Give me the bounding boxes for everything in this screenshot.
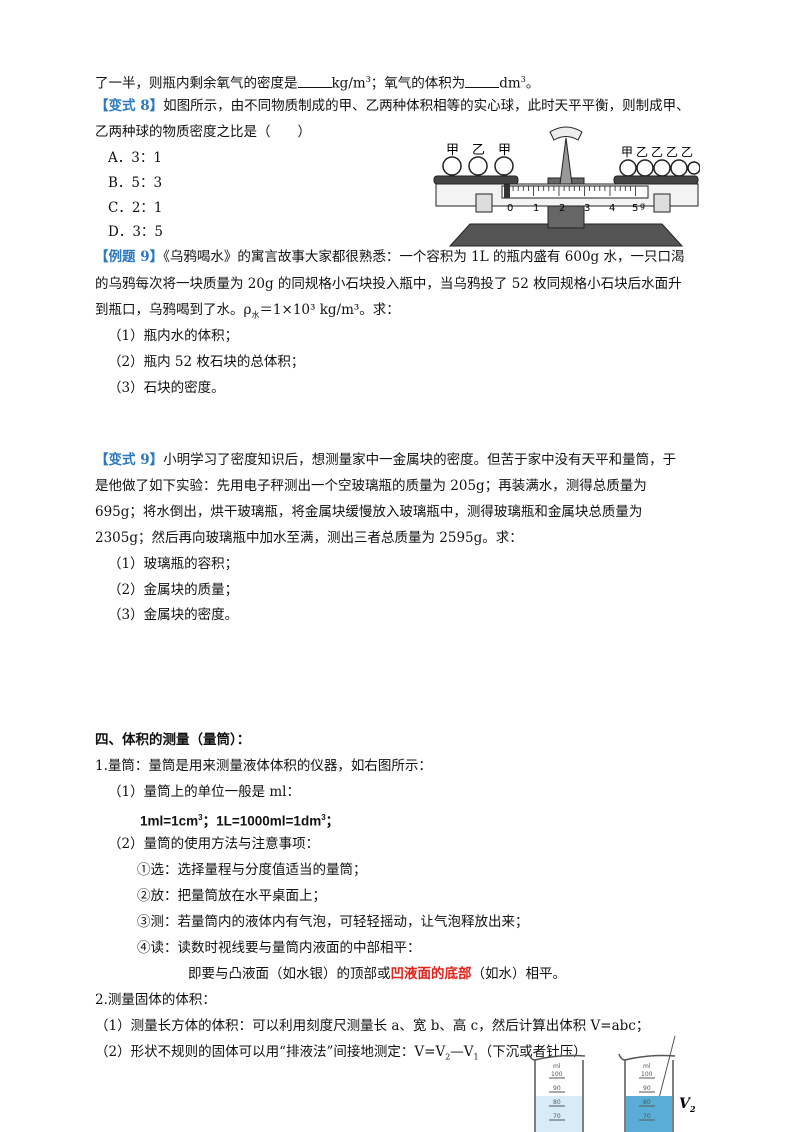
unit-label: ml <box>643 1063 651 1070</box>
tick-80: 80 <box>553 1099 561 1106</box>
ball-right-5 <box>687 161 700 175</box>
text-line-8: 【例题 9】《乌鸦喝水》的寓言故事大家都很熟悉：一个容积为 1L 的瓶内盛有 6… <box>95 249 685 265</box>
pointer <box>559 137 573 185</box>
text-line-9: 的乌鸦每次将一块质量为 20g 的同规格小石块投入瓶中，当乌鸦投了 52 枚同规… <box>95 276 682 292</box>
ball-label-left-2: 乙 <box>472 143 485 158</box>
right-nut <box>653 193 671 213</box>
text-line-26: ①选：选择量程与分度值适当的量筒； <box>137 862 367 878</box>
question-tag: 【变式 8】 <box>95 98 164 114</box>
text-line-22: 1.量筒：量筒是用来测量液体体积的仪器，如右图所示： <box>95 758 432 774</box>
tick-80: 80 <box>643 1099 651 1106</box>
tick-70: 70 <box>553 1113 561 1120</box>
question-tag: 【变式 9】 <box>95 452 164 468</box>
text-line-11: （1）瓶内水的体积； <box>108 328 239 344</box>
text-line-16: 695g；将水倒出，烘干玻璃瓶，将金属块缓慢放入玻璃瓶中，测得玻璃瓶和金属块总质… <box>95 504 643 520</box>
ball-right-4 <box>670 159 688 177</box>
v2-label-sub: 2 <box>689 1104 696 1114</box>
question-tag: 【例题 9】 <box>95 249 164 265</box>
text-line-27: ②放：把量筒放在水平桌面上； <box>137 888 326 904</box>
ball-label-left-1: 甲 <box>446 143 459 158</box>
text-line-3: 乙两种球的物质密度之比是（ ） <box>95 124 311 140</box>
text-line-28: ③测：若量筒内的液体内有气泡，可轻轻摇动，让气泡释放出来； <box>137 914 529 930</box>
text-line-20: （3）金属块的密度。 <box>108 607 239 623</box>
section-heading: 四、体积的测量（量筒）： <box>95 732 251 748</box>
text-line-33: （2）形状不规则的固体可以用“排液法”间接地测定：V=V2—V1（下沉或者针压） <box>95 1044 587 1062</box>
text-line-19: （2）金属块的质量； <box>108 582 239 598</box>
scale-tick-1: 1 <box>533 203 539 214</box>
ball-label-right-4: 乙 <box>666 145 678 159</box>
option-d[interactable]: D．3：5 <box>108 224 164 240</box>
ball-left-3 <box>494 156 514 176</box>
text-line-18: （1）玻璃瓶的容积； <box>108 556 239 572</box>
ball-left-1 <box>442 156 462 176</box>
answer-blank-density[interactable] <box>297 75 332 88</box>
tick-70: 70 <box>643 1113 651 1120</box>
ball-right-3 <box>653 159 671 177</box>
cylinder-figure-2: ml 100 90 80 70 V 2 <box>618 1035 696 1132</box>
text-line-25: （2）量筒的使用方法与注意事项： <box>108 836 320 852</box>
scale-tick-4: 4 <box>609 203 615 214</box>
text-line-10: 到瓶口，乌鸦喝到了水。ρ水＝1×10³ kg/m³。求： <box>95 302 400 320</box>
option-a[interactable]: A．3：1 <box>108 150 162 166</box>
tick-100: 100 <box>641 1071 653 1078</box>
v2-label: V <box>679 1096 692 1112</box>
text-line-13: （3）石块的密度。 <box>108 380 225 396</box>
option-b[interactable]: B．5：3 <box>108 175 163 191</box>
balance-figure: 0 1 2 3 4 5 g 甲 乙 甲 甲 乙 乙 乙 乙 <box>433 126 700 247</box>
cylinder-water <box>536 1096 582 1132</box>
balance-base <box>448 223 684 247</box>
pointer-dial <box>549 126 583 141</box>
ball-label-right-3: 乙 <box>651 145 663 159</box>
left-balls <box>442 156 514 176</box>
text-line-23: （1）量筒上的单位一般是 ml： <box>108 784 300 800</box>
unit-label: ml <box>553 1063 561 1070</box>
scale-tick-5: 5 <box>632 203 638 214</box>
answer-blank-volume[interactable] <box>465 75 500 88</box>
cylinder-water <box>626 1096 672 1132</box>
ball-label-left-3: 甲 <box>498 143 511 158</box>
text-line-30: 即要与凸液面（如水银）的顶部或凹液面的底部（如水）相平。 <box>188 966 566 982</box>
tick-90: 90 <box>643 1085 651 1092</box>
text-line-15: 是他做了如下实验：先用电子秤测出一个空玻璃瓶的质量为 205g；再装满水，测得总… <box>95 478 647 494</box>
option-c[interactable]: C．2：1 <box>108 200 163 216</box>
text-line-31: 2.测量固体的体积： <box>95 992 216 1008</box>
left-nut <box>475 193 493 213</box>
ball-left-2 <box>468 156 488 176</box>
highlight-concave-bottom: 凹液面的底部 <box>390 966 472 982</box>
text-line-2: 【变式 8】如图所示，由不同物质制成的甲、乙两种体积相等的实心球，此时天平平衡，… <box>95 98 690 114</box>
ball-right-1 <box>619 159 637 177</box>
ball-label-right-2: 乙 <box>636 145 648 159</box>
right-pan <box>613 175 699 185</box>
scale-ruler <box>501 185 649 199</box>
text-line-17: 2305g；然后再向玻璃瓶中加水至满，测出三者总质量为 2595g。求： <box>95 530 523 546</box>
tick-90: 90 <box>553 1085 561 1092</box>
left-pan <box>433 175 519 185</box>
thread <box>656 1035 676 1107</box>
scale-tick-2: 2 <box>559 203 565 214</box>
ball-label-right-5: 乙 <box>681 145 693 159</box>
cylinder-outline <box>528 1053 586 1132</box>
cylinder-outline <box>618 1053 676 1132</box>
tick-100: 100 <box>551 1071 563 1078</box>
unit-conversion: 1ml=1cm3；1L=1000ml=1dm3； <box>140 813 340 829</box>
rider-weight[interactable] <box>504 182 510 198</box>
scale-unit: g <box>640 201 645 210</box>
text-line-14: 【变式 9】小明学习了密度知识后，想测量家中一金属块的密度。但苦于家中没有天平和… <box>95 452 677 468</box>
text-line-32: （1）测量长方体的体积：可以利用刻度尺测量长 a、宽 b、高 c，然后计算出体积… <box>95 1018 650 1034</box>
scale-tick-0: 0 <box>507 203 513 214</box>
right-balls <box>619 159 700 177</box>
ball-label-right-1: 甲 <box>621 145 633 159</box>
text-line-29: ④读：读数时视线要与量筒内液面的中部相平： <box>137 940 421 956</box>
scale-tick-3: 3 <box>584 203 590 214</box>
text-line-12: （2）瓶内 52 枚石块的总体积； <box>108 354 305 370</box>
cylinder-figure-1: ml 100 90 80 70 <box>528 1053 586 1132</box>
ball-right-2 <box>636 159 654 177</box>
